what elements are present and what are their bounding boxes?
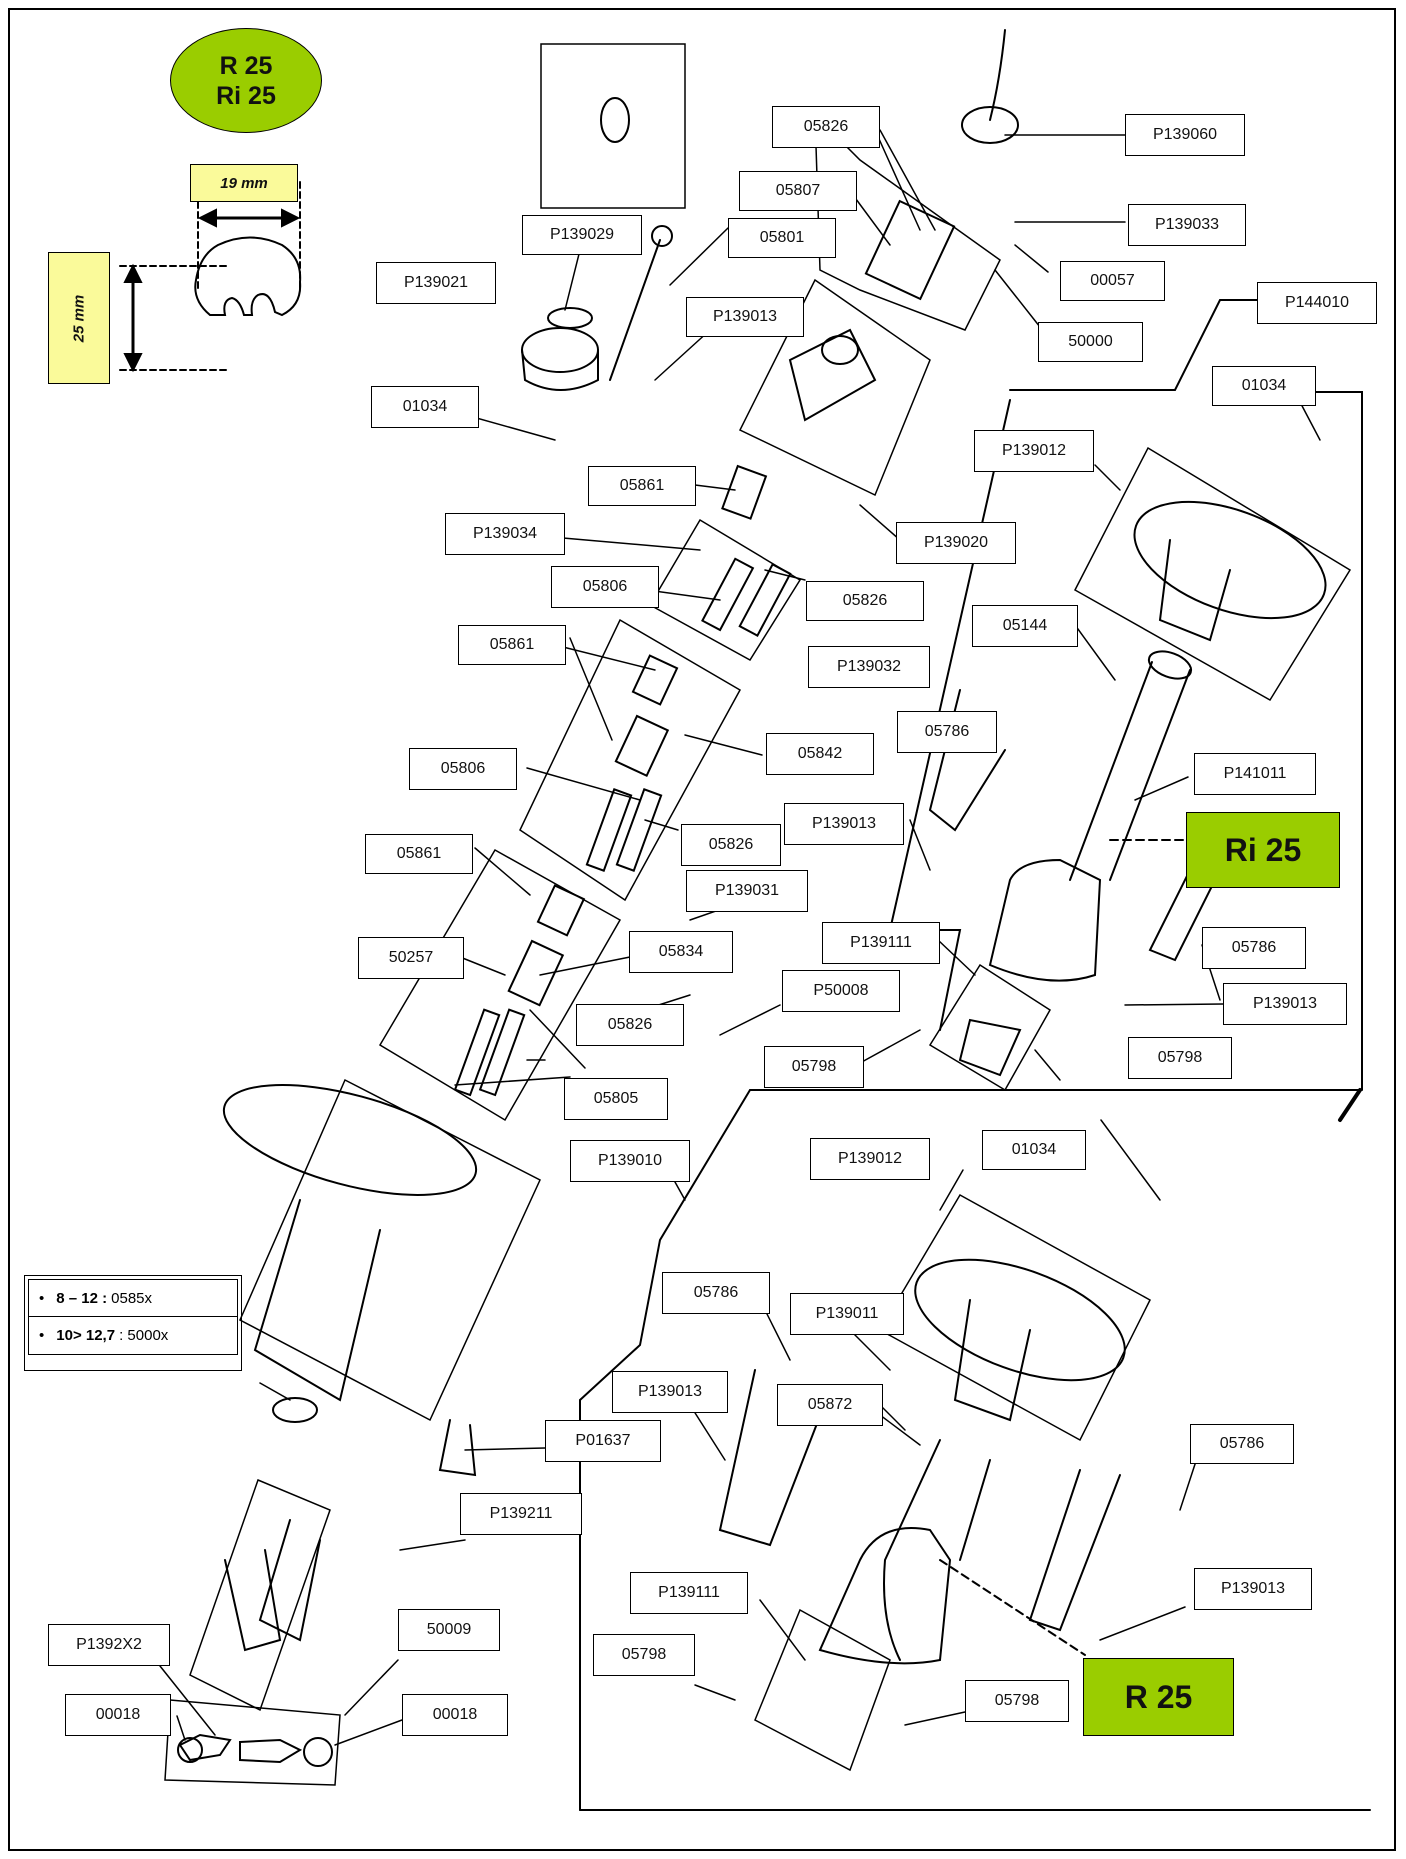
model-badge-r25-text: R 25 [219, 51, 273, 80]
part-label-p139111: P139111 [630, 1572, 748, 1614]
part-label-p139029: P139029 [522, 215, 642, 255]
part-label-05798: 05798 [965, 1680, 1069, 1722]
part-label-05861: 05861 [588, 466, 696, 506]
legend-range: 10> 12,7 [56, 1327, 116, 1344]
part-label-05826: 05826 [681, 824, 781, 866]
leader-lines [159, 129, 1321, 1746]
part-label-05826: 05826 [576, 1004, 684, 1046]
part-label-50009: 50009 [398, 1609, 500, 1651]
part-label-p139031: P139031 [686, 870, 808, 912]
part-label-p144010: P144010 [1257, 282, 1377, 324]
ri25-badge: Ri 25 [1186, 812, 1340, 888]
part-label-05826: 05826 [772, 106, 880, 148]
part-label-p139033: P139033 [1128, 204, 1246, 246]
part-label-05786: 05786 [1202, 927, 1306, 969]
part-label-p139012: P139012 [974, 430, 1094, 472]
r25-badge: R 25 [1083, 1658, 1234, 1736]
legend-row: • 8 – 12 : 0585x [28, 1279, 238, 1317]
model-badge-circle: R 25 Ri 25 [170, 28, 322, 133]
part-label-01034: 01034 [371, 386, 479, 428]
part-label-05861: 05861 [365, 834, 473, 874]
part-label-00057: 00057 [1060, 261, 1165, 301]
part-label-p139021: P139021 [376, 262, 496, 304]
part-label-01034: 01034 [982, 1130, 1086, 1170]
part-label-05806: 05806 [551, 566, 659, 608]
part-label-05807: 05807 [739, 171, 857, 211]
part-label-05786: 05786 [662, 1272, 770, 1314]
part-label-p139013: P139013 [784, 803, 904, 845]
part-label-p139060: P139060 [1125, 114, 1245, 156]
part-label-p139011: P139011 [790, 1293, 904, 1335]
part-label-05834: 05834 [629, 931, 733, 973]
part-label-50257: 50257 [358, 937, 464, 979]
part-label-00018: 00018 [65, 1694, 171, 1736]
part-sketches [177, 29, 1327, 1767]
part-label-p139111: P139111 [822, 922, 940, 964]
part-label-p139032: P139032 [808, 646, 930, 688]
part-label-05806: 05806 [409, 748, 517, 790]
part-label-05861: 05861 [458, 625, 566, 665]
part-label-05786: 05786 [897, 711, 997, 753]
part-label-p139010: P139010 [570, 1140, 690, 1182]
part-label-p139013: P139013 [686, 297, 804, 337]
part-label-p139013: P139013 [1194, 1568, 1312, 1610]
width-dimension-label: 19 mm [190, 164, 298, 202]
part-label-p139013: P139013 [612, 1371, 728, 1413]
part-label-01034: 01034 [1212, 366, 1316, 406]
drawing-frame [8, 8, 1396, 1851]
part-label-05144: 05144 [972, 605, 1078, 647]
part-label-p50008: P50008 [782, 970, 900, 1012]
size-legend: • 8 – 12 : 0585x • 10> 12,7 : 5000x [24, 1275, 242, 1371]
part-label-05842: 05842 [766, 733, 874, 775]
legend-row: • 10> 12,7 : 5000x [28, 1317, 238, 1355]
part-panels [164, 43, 1352, 1786]
part-label-00018: 00018 [402, 1694, 508, 1736]
part-label-05805: 05805 [564, 1078, 668, 1120]
part-label-p139211: P139211 [460, 1493, 582, 1535]
part-label-05826: 05826 [806, 581, 924, 621]
part-label-05801: 05801 [728, 218, 836, 258]
legend-code: : 5000x [119, 1327, 169, 1344]
height-dimension-label: 25 mm [48, 252, 110, 384]
bullet-icon: • [39, 1289, 45, 1307]
layout-lines [579, 299, 1371, 1811]
part-label-05872: 05872 [777, 1384, 883, 1426]
legend-code: 0585x [111, 1289, 153, 1307]
legend-range: 8 – 12 : [56, 1289, 108, 1307]
part-label-05798: 05798 [1128, 1037, 1232, 1079]
bullet-icon: • [39, 1327, 45, 1344]
part-label-p141011: P141011 [1194, 753, 1316, 795]
part-label-p139013: P139013 [1223, 983, 1347, 1025]
height-dimension-text: 25 mm [70, 294, 88, 342]
part-label-p139034: P139034 [445, 513, 565, 555]
part-label-50000: 50000 [1038, 322, 1143, 362]
part-label-p1392x2: P1392X2 [48, 1624, 170, 1666]
profile-section [119, 181, 302, 373]
part-label-05798: 05798 [593, 1634, 695, 1676]
part-label-p139012: P139012 [810, 1138, 930, 1180]
model-badge-ri25-text: Ri 25 [216, 81, 276, 110]
part-label-p139020: P139020 [896, 522, 1016, 564]
part-label-05786: 05786 [1190, 1424, 1294, 1464]
part-label-05798: 05798 [764, 1046, 864, 1088]
part-label-p01637: P01637 [545, 1420, 661, 1462]
